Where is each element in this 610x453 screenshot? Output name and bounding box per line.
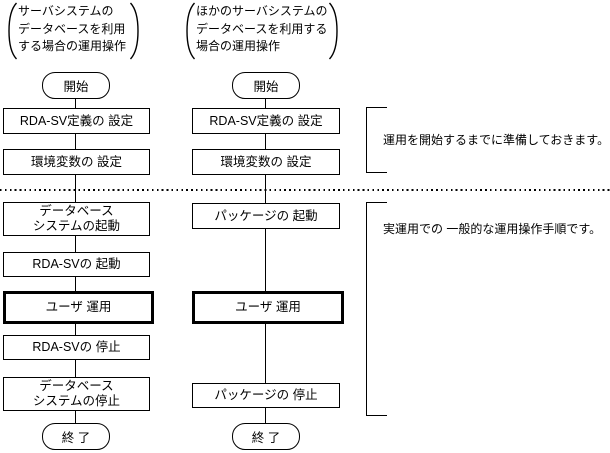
phase-divider-dotted-line bbox=[0, 189, 610, 191]
step-env-vars-setting-left: 環境変数の 設定 bbox=[3, 149, 150, 175]
open-paren-shape bbox=[186, 2, 196, 60]
step-rda-sv-definition-setting-right: RDA-SV定義の 設定 bbox=[192, 108, 340, 134]
close-paren-shape bbox=[129, 2, 139, 60]
step-rda-sv-definition-setting-left: RDA-SV定義の 設定 bbox=[3, 108, 150, 134]
preparation-group-bracket bbox=[366, 107, 387, 173]
step-rda-sv-start: RDA-SVの 起動 bbox=[3, 252, 150, 277]
actual-operation-group-bracket bbox=[366, 202, 387, 416]
step-user-operation-right: ユーザ 運用 bbox=[192, 291, 344, 324]
start-terminator-left: 開始 bbox=[42, 72, 110, 99]
step-package-start: パッケージの 起動 bbox=[192, 203, 340, 229]
annotation-preparation: 運用を開始するまでに準備しておきます。 bbox=[383, 133, 610, 147]
close-paren-shape bbox=[328, 2, 338, 60]
step-db-system-stop: データベース システムの停止 bbox=[3, 377, 150, 411]
start-terminator-right: 開始 bbox=[232, 72, 300, 99]
flow-line-right-column bbox=[264, 96, 266, 424]
step-user-operation-left: ユーザ 運用 bbox=[3, 291, 154, 324]
callout-server-db: サーバシステムの データベースを利用 する場合の運用操作 bbox=[18, 4, 127, 53]
end-terminator-left: 終 了 bbox=[42, 423, 110, 450]
open-paren-shape bbox=[8, 2, 18, 60]
step-env-vars-setting-right: 環境変数の 設定 bbox=[192, 149, 340, 175]
step-package-stop: パッケージの 停止 bbox=[192, 383, 340, 408]
step-rda-sv-stop: RDA-SVの 停止 bbox=[3, 335, 150, 360]
end-terminator-right: 終 了 bbox=[232, 423, 300, 450]
step-db-system-start: データベース システムの起動 bbox=[3, 202, 150, 236]
callout-other-server-db: ほかのサーバシステムの データベースを利用する 場合の運用操作 bbox=[196, 4, 328, 53]
annotation-actual-operation: 実運用での 一般的な運用操作手順です。 bbox=[383, 222, 602, 236]
